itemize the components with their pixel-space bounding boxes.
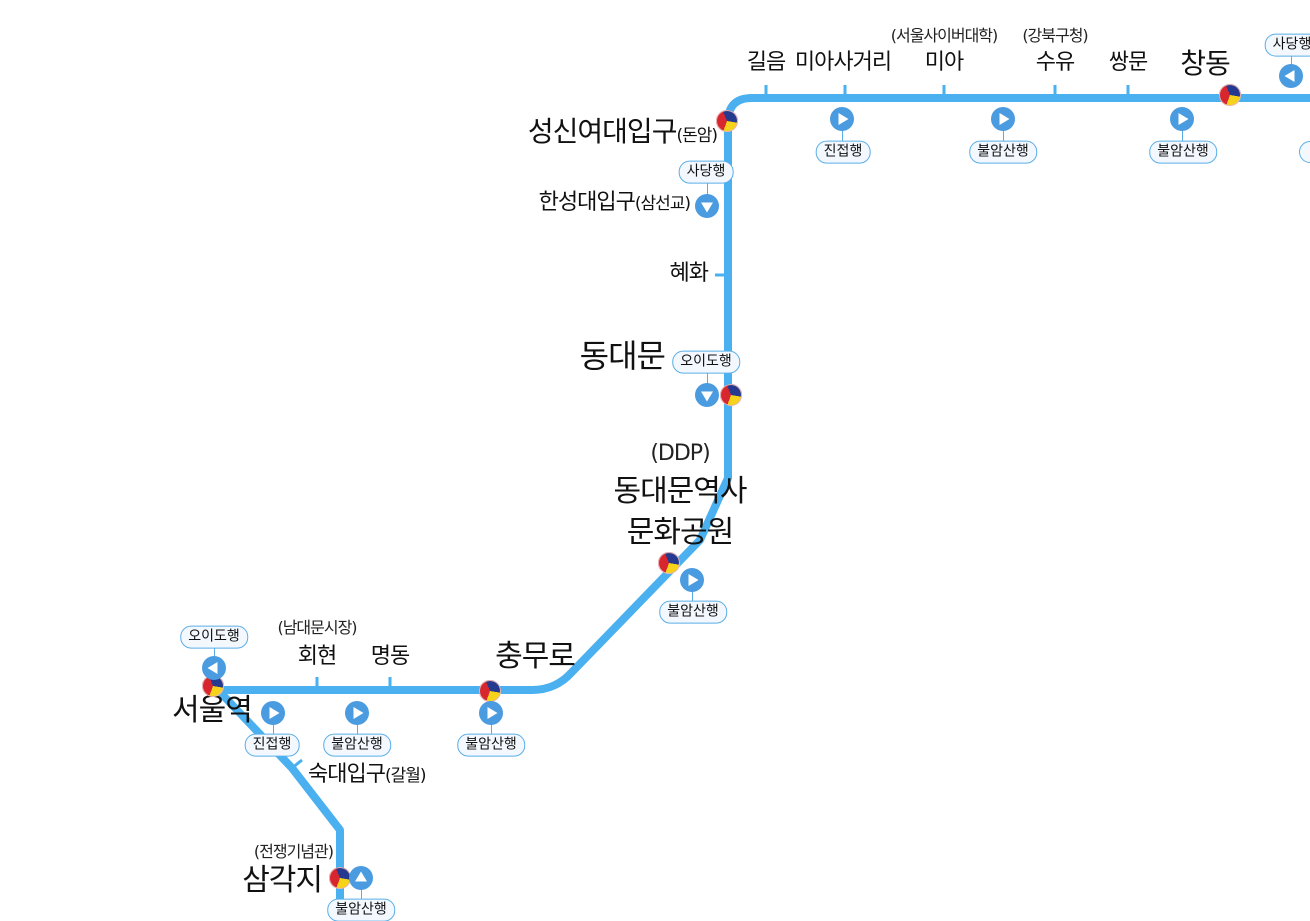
train-destination-badge[interactable]: 오이도행	[672, 350, 740, 374]
train-arrow-up-icon[interactable]	[349, 866, 373, 890]
station-name: 창동	[1180, 47, 1231, 80]
station-label[interactable]: 서울역	[172, 693, 253, 728]
train-arrow-right-icon[interactable]	[680, 568, 704, 592]
station-label[interactable]: 충무로	[495, 639, 576, 674]
station-label[interactable]: 미아사거리	[794, 50, 892, 75]
station-alt-name: (서울사이버대학)	[890, 26, 999, 45]
train-destination-badge[interactable]: 불암산행	[327, 898, 395, 921]
train-connector	[273, 713, 274, 745]
station-label[interactable]: 창동	[1180, 47, 1231, 80]
train-connector	[491, 713, 492, 745]
station-alt-name: (DDP)	[650, 441, 710, 466]
train-connector	[361, 878, 362, 910]
station-label[interactable]: 성신여대입구(돈암)	[527, 115, 718, 148]
transfer-station-icon[interactable]	[716, 110, 738, 132]
station-name: 동대문	[579, 337, 666, 375]
line-4-track	[214, 94, 1310, 915]
train-destination-badge[interactable]: 진접행	[244, 733, 300, 757]
train-destination-badge[interactable]: 불암산행	[457, 733, 525, 757]
station-name: 길음	[746, 50, 786, 75]
train-connector	[692, 580, 693, 612]
tick-sookmyung	[291, 758, 303, 770]
train-arrow-right-icon[interactable]	[1170, 107, 1194, 131]
train-arrow-right-icon[interactable]	[991, 107, 1015, 131]
train-destination-badge[interactable]: 사당행	[678, 160, 734, 184]
station-name-line2: 문화공원	[626, 514, 734, 550]
station-alt-name: (강북구청)	[1022, 26, 1088, 45]
train-destination-badge[interactable]: 불암산행	[323, 733, 391, 757]
station-name: 성신여대입구	[527, 115, 678, 148]
train-arrow-down-icon[interactable]	[695, 194, 719, 218]
station-label[interactable]: 동대문	[579, 337, 666, 375]
transfer-station-icon[interactable]	[329, 867, 351, 889]
station-name: 혜화	[669, 261, 709, 286]
train-connector	[1003, 119, 1004, 152]
station-alt-name: (갈월)	[384, 766, 427, 786]
train-destination-badge[interactable]: 불암산행	[1149, 140, 1217, 164]
train-connector	[842, 119, 843, 152]
station-label[interactable]: 삼각지	[242, 863, 323, 898]
station-name: 미아사거리	[794, 50, 892, 75]
station-name-line1: 동대문역사	[613, 474, 748, 509]
station-label[interactable]: 숙대입구(갈월)	[308, 762, 427, 787]
station-label[interactable]: 쌍문	[1108, 50, 1148, 75]
train-arrow-right-icon[interactable]	[345, 701, 369, 725]
station-name: 수유	[1035, 50, 1075, 75]
station-name: 명동	[370, 644, 410, 669]
station-name: 삼각지	[242, 863, 323, 898]
train-destination-badge[interactable]: 불암산행	[969, 140, 1037, 164]
train-connector	[357, 713, 358, 745]
station-label[interactable]: 혜화	[669, 261, 709, 286]
train-connector	[707, 362, 708, 395]
train-destination-badge[interactable]: 사당행	[1264, 33, 1310, 57]
train-connector	[214, 637, 215, 668]
train-arrow-right-icon[interactable]	[830, 107, 854, 131]
train-arrow-right-icon[interactable]	[479, 701, 503, 725]
train-arrow-left-icon[interactable]	[1279, 64, 1303, 88]
station-label[interactable]: 명동	[370, 644, 410, 669]
station-label[interactable]: 수유	[1035, 50, 1075, 75]
station-name: 한성대입구	[538, 190, 636, 215]
station-name: 서울역	[172, 693, 253, 728]
train-connector	[1291, 45, 1292, 76]
station-label[interactable]: 한성대입구(삼선교)	[538, 190, 691, 215]
station-label[interactable]: 미아	[924, 50, 964, 75]
station-label[interactable]: 길음	[746, 50, 786, 75]
train-connector	[1182, 119, 1183, 152]
train-arrow-left-icon[interactable]	[202, 656, 226, 680]
station-name: 미아	[924, 50, 964, 75]
station-name: 쌍문	[1108, 50, 1148, 75]
train-connector	[707, 172, 708, 206]
transfer-station-icon[interactable]	[720, 384, 742, 406]
station-label[interactable]: 회현	[297, 644, 337, 669]
transfer-station-icon[interactable]	[658, 552, 680, 574]
station-alt-name: (삼선교)	[634, 194, 691, 214]
train-destination-badge[interactable]: 불암산행	[659, 600, 727, 624]
station-alt-name: (남대문시장)	[277, 618, 357, 637]
transfer-station-icon[interactable]	[479, 680, 501, 702]
station-name: 회현	[297, 644, 337, 669]
train-arrow-right-icon[interactable]	[261, 701, 285, 725]
train-destination-badge[interactable]: 진접행	[815, 140, 871, 164]
train-arrow-down-icon[interactable]	[695, 383, 719, 407]
station-alt-name: (전쟁기념관)	[253, 842, 334, 861]
transfer-station-icon[interactable]	[1219, 84, 1241, 106]
station-name: 숙대입구	[308, 762, 386, 787]
train-destination-badge[interactable]: 오이도행	[180, 625, 248, 649]
transfer-station-icon[interactable]	[202, 675, 224, 697]
station-name: 충무로	[495, 639, 576, 674]
station-ticks	[291, 85, 1130, 770]
station-alt-name: (돈암)	[676, 126, 718, 146]
